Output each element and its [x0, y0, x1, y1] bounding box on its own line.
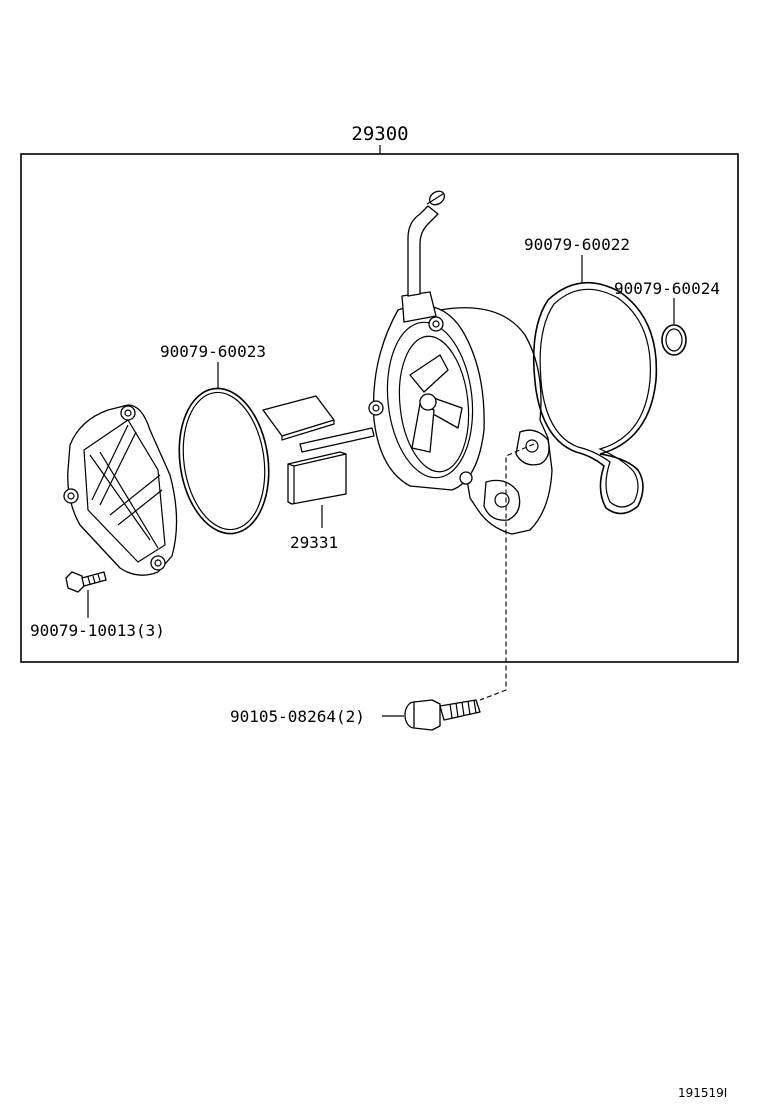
- pump-cover-plate: [63, 404, 178, 576]
- label-gasket: 90079-60023: [160, 342, 266, 361]
- label-vane-kit: 29331: [290, 533, 338, 552]
- label-29300: 29300: [351, 123, 408, 145]
- vacuum-pump-body: [368, 190, 553, 535]
- label-small-oring: 90079-60024: [614, 279, 720, 298]
- large-oring-inner: [539, 288, 651, 508]
- vane-kit: [262, 395, 375, 505]
- cover-screw: [65, 571, 107, 593]
- bolt-assembly-line: [479, 443, 535, 701]
- gasket-ring-inner: [182, 391, 266, 531]
- small-oring-outer: [661, 324, 687, 356]
- gasket-ring-outer: [178, 387, 270, 535]
- label-large-oring: 90079-60022: [524, 235, 630, 254]
- mount-bolt: [404, 699, 481, 731]
- label-cover-screw: 90079-10013(3): [30, 621, 165, 640]
- large-oring-outer: [532, 281, 658, 515]
- label-mount-bolt: 90105-08264(2): [230, 707, 365, 726]
- small-oring-inner: [665, 328, 683, 352]
- figure-reference: 191519I: [678, 1086, 727, 1100]
